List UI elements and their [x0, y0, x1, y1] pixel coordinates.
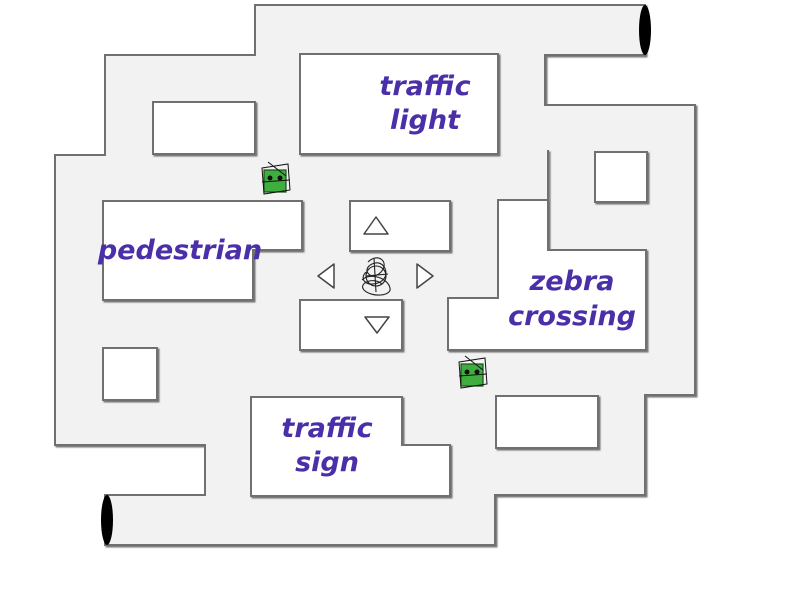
tunnel-right: [639, 5, 651, 55]
tunnel-left: [101, 495, 113, 545]
wall-block: [349, 200, 451, 252]
down-arrow-icon[interactable]: [364, 316, 390, 334]
green-monster-icon: [458, 355, 488, 389]
wall-block: [299, 299, 403, 351]
answer-line: crossing: [508, 301, 636, 332]
answer-box-zebra-crossing[interactable]: zebra crossing: [447, 150, 647, 351]
wall-block: [495, 395, 599, 449]
answer-box-traffic-light[interactable]: traffic light: [299, 53, 499, 155]
right-arrow-icon[interactable]: [416, 263, 434, 289]
answer-line: zebra: [529, 266, 615, 297]
wall-block: [594, 151, 648, 203]
green-monster-icon: [261, 161, 291, 195]
answer-line: traffic: [281, 413, 372, 444]
player-scribble-icon: [361, 257, 391, 296]
up-arrow-icon[interactable]: [363, 216, 389, 235]
answer-box-pedestrian[interactable]: pedestrian: [97, 200, 303, 301]
answer-line: pedestrian: [97, 235, 262, 266]
answer-line: traffic: [379, 71, 470, 102]
answer-line: light: [390, 105, 461, 136]
answer-box-traffic-sign[interactable]: traffic sign: [250, 396, 451, 497]
wall-block: [152, 101, 256, 155]
answer-line: sign: [295, 447, 359, 478]
wall-block: [102, 347, 158, 401]
maze-walls: [102, 101, 648, 449]
left-arrow-icon[interactable]: [317, 263, 335, 289]
